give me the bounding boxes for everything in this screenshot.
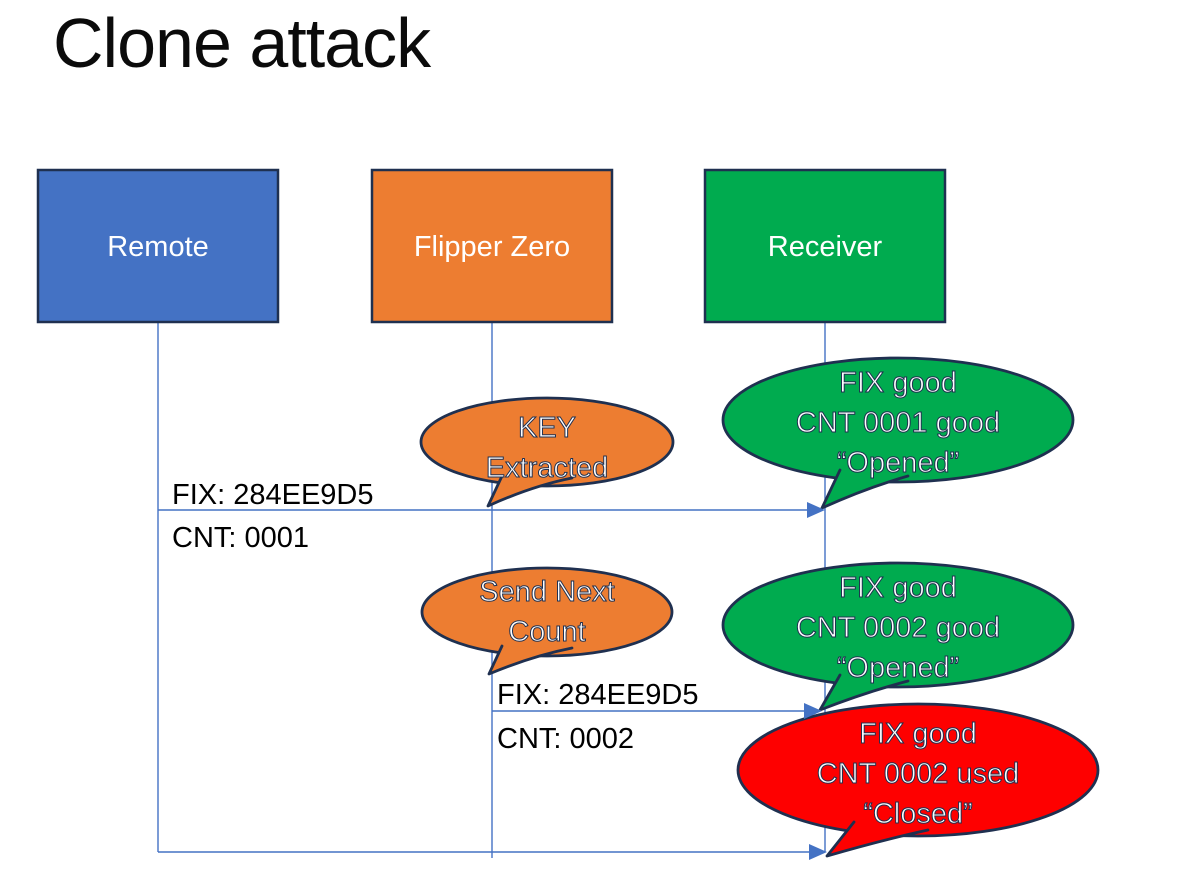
callout-tail xyxy=(487,644,574,676)
actor-rect xyxy=(703,168,947,324)
actor-label: Flipper Zero xyxy=(414,231,570,263)
callout-opened-1: FIX good CNT 0001 good “Opened” xyxy=(721,356,1075,510)
actor-rect xyxy=(36,168,280,324)
actor-rect xyxy=(370,168,614,324)
callout-bubble xyxy=(420,566,674,658)
callout-line: FIX good xyxy=(839,367,957,399)
message-arrow-1 xyxy=(158,502,825,518)
actor-label: Remote xyxy=(107,231,209,263)
callout-tail xyxy=(820,468,910,510)
callout-tail xyxy=(486,474,574,508)
callout-bubble xyxy=(419,396,675,488)
callout-line: Send Next xyxy=(479,576,614,608)
callout-line: Extracted xyxy=(486,452,609,484)
callout-bubble xyxy=(721,356,1075,484)
callout-tail xyxy=(818,673,910,712)
callout-line: FIX good xyxy=(859,718,977,750)
callout-line: CNT 0002 used xyxy=(817,758,1020,790)
message-1-cnt-label: CNT: 0001 xyxy=(172,522,309,554)
callout-line: Count xyxy=(508,616,585,648)
actor-box-remote: Remote xyxy=(36,168,280,324)
message-arrow-3 xyxy=(158,844,827,860)
arrowhead-icon xyxy=(807,502,825,518)
callout-line: FIX good xyxy=(839,572,957,604)
message-2-cnt-label: CNT: 0002 xyxy=(497,723,634,755)
callout-line: “Closed” xyxy=(863,798,973,830)
callout-tail xyxy=(825,820,930,858)
callout-line: “Opened” xyxy=(837,447,960,479)
callout-line: “Opened” xyxy=(837,652,960,684)
message-1-fix-label: FIX: 284EE9D5 xyxy=(172,479,374,511)
callout-bubble xyxy=(736,702,1100,838)
message-2-fix-label: FIX: 284EE9D5 xyxy=(497,679,699,711)
callout-line: CNT 0001 good xyxy=(796,407,1000,439)
callout-key-extracted: KEY Extracted xyxy=(419,396,675,508)
actor-box-receiver: Receiver xyxy=(703,168,947,324)
callout-send-next-count: Send Next Count xyxy=(420,566,674,676)
callout-closed: FIX good CNT 0002 used “Closed” xyxy=(736,702,1100,858)
callout-opened-2: FIX good CNT 0002 good “Opened” xyxy=(721,561,1075,712)
message-arrow-2 xyxy=(492,703,822,719)
callout-line: CNT 0002 good xyxy=(796,612,1000,644)
arrowhead-icon xyxy=(809,844,827,860)
slide-title: Clone attack xyxy=(53,4,432,82)
actor-box-flipper-zero: Flipper Zero xyxy=(370,168,614,324)
arrowhead-icon xyxy=(804,703,822,719)
callout-bubble xyxy=(721,561,1075,689)
callout-line: KEY xyxy=(518,412,576,444)
actor-label: Receiver xyxy=(768,231,883,263)
